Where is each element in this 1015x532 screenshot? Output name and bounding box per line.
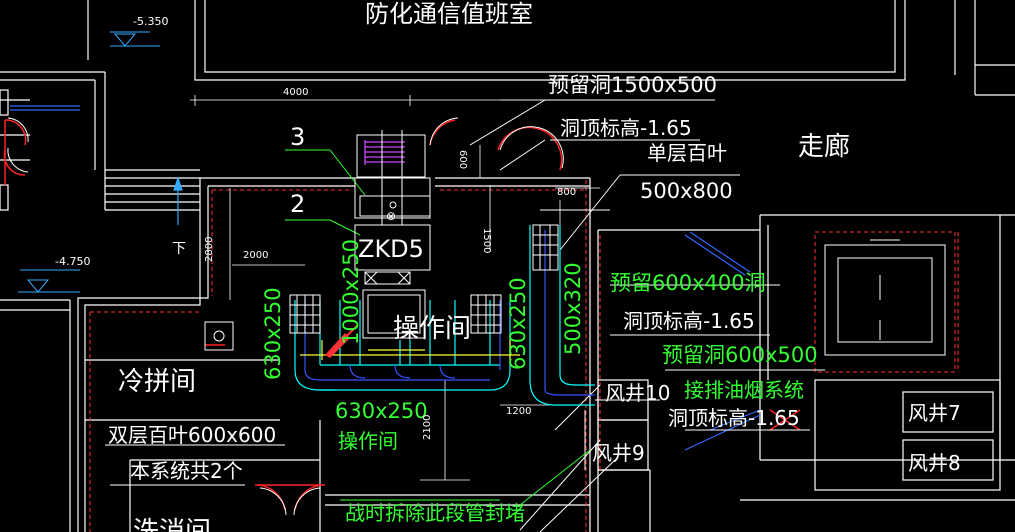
elevation-markers [18,31,160,293]
leader-2-label: 2 [290,190,305,218]
elev-mid-label: -4.750 [55,255,90,268]
blue-details [10,105,761,451]
shaft-7-label: 风井7 [908,401,961,425]
shaft-9-label: 风井9 [592,441,645,465]
lift-box [824,239,946,356]
dim-600-label: 600 [457,150,468,169]
wash-room-label: 洗消间 [133,517,211,532]
hole-top-elev-2-label: 洞顶标高-1.65 [623,309,755,333]
duct-630x250-bottom-label: 630x250 [335,399,428,423]
blue-ducts [304,230,595,396]
operation-green-label: 操作间 [338,429,398,453]
stair-arrow [173,176,183,225]
dim-2000-label: 2000 [243,250,268,261]
duct-630x250-left-label: 630x250 [261,287,285,380]
duct-500x320-label: 500x320 [561,262,585,355]
yellow-lines [300,340,520,360]
corridor-label: 走廊 [798,132,850,162]
elev-top-label: -5.350 [133,15,168,28]
equip-tag-label: ZKD5 [358,235,424,263]
oil-fume-label: 接排油烟系统 [684,378,804,402]
red-dashed-lines [89,180,959,532]
louver-size-label: 500x800 [640,179,733,203]
dim-1500-label: 1500 [481,228,492,253]
reserve-hole-3-label: 预留洞600x500 [662,343,818,367]
double-louver-label: 双层百叶600x600 [108,423,276,447]
dim-2100-label: 2100 [422,415,433,440]
leader-3-label: 3 [290,123,305,151]
hole-top-elev-3-label: 洞顶标高-1.65 [668,406,800,430]
door-arcs [7,117,564,516]
hole-top-elev-1-label: 洞顶标高-1.65 [560,116,692,140]
down-label: 下 [172,241,186,257]
grilles [204,224,559,351]
shaft-8-label: 风井8 [908,451,961,475]
central-unit [362,289,426,339]
room-operation-label: 操作间 [393,314,471,344]
dim-4000-label: 4000 [283,87,308,98]
dim-1200-label: 1200 [506,406,531,417]
duct-1000x250-label: 1000x250 [339,239,363,345]
green-leaders [285,149,591,506]
red-arrow [325,324,359,358]
room-top-label: 防化通信值班室 [365,0,533,28]
dim-2800-label: 2800 [204,237,215,262]
dim-800-label: 800 [557,187,576,198]
reserve-hole-2-label: 预留600x400洞 [610,271,766,295]
single-louver-label: 单层百叶 [647,141,727,165]
system-count-label: 本系统共2个 [130,459,243,483]
leader-lines [105,99,825,532]
reserve-hole-1-label: 预留洞1500x500 [548,73,717,97]
shaft-10-label: 风井10 [605,381,670,405]
fan-equipment: ⊗ [354,130,431,285]
wartime-note-label: 战时拆除此段管封堵 [345,501,525,525]
cold-room-label: 冷拼间 [118,367,196,397]
duct-630x250-right-label: 630x250 [506,277,530,370]
svg-text:⊗: ⊗ [386,209,396,223]
